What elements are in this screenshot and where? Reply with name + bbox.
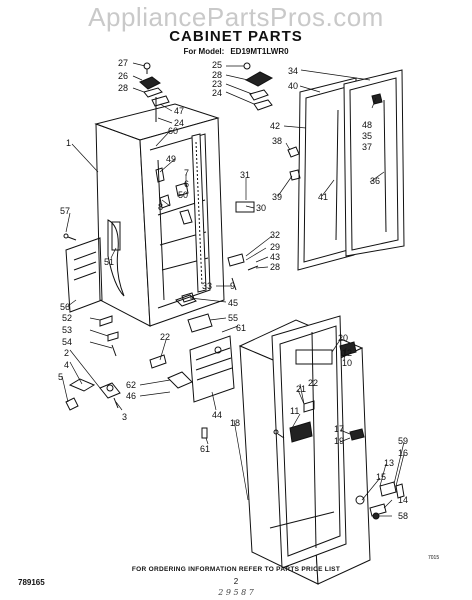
callout-31: 31 [240,170,250,180]
model-line: For Model: ED19MT1LWR0 [0,47,472,56]
callout-61: 61 [200,444,210,454]
lower-door-assembly [238,315,405,585]
callout-45: 45 [228,298,238,308]
callout-48: 48 [362,120,372,130]
callout-41: 41 [318,192,328,202]
callout-57: 57 [60,206,70,216]
callout-56: 56 [60,302,70,312]
top-hinge-right [243,62,274,111]
callout-25: 25 [212,60,222,70]
callout-60: 60 [168,126,178,136]
center-lower-parts [149,294,235,439]
callout-24: 24 [174,118,184,128]
callout-28: 28 [118,83,128,93]
callout-15: 15 [376,472,386,482]
page-title: CABINET PARTS [169,28,303,45]
leader-lines [61,62,405,517]
callout-33: 33 [202,281,212,291]
callout-8: 8 [158,202,163,212]
page-number: 2 [233,577,239,586]
cabinet-small-parts [63,167,193,241]
callout-4: 4 [64,360,69,370]
callout-40: 40 [288,81,298,91]
callout-38: 38 [272,136,282,146]
callout-61: 61 [236,323,246,333]
callout-9: 9 [230,281,235,291]
callout-59: 59 [398,436,408,446]
callout-44: 44 [212,410,222,420]
callout-24: 24 [212,88,222,98]
callout-18: 18 [230,418,240,428]
callout-32: 32 [270,230,280,240]
callout-11: 11 [290,406,299,416]
watermark: AppliancePartsPros.com [88,2,384,32]
callout-5: 5 [58,372,63,382]
callout-2: 2 [64,348,69,358]
callout-39: 39 [272,192,282,202]
callout-16: 16 [398,448,408,458]
callout-55: 55 [228,313,238,323]
callout-labels: 27 26 28 47 24 60 1 49 7 6 50 8 57 51 56… [58,58,408,521]
callout-49: 49 [166,154,176,164]
cabinet-body [65,103,225,327]
callout-62: 62 [126,380,136,390]
door-panels-exploded [287,69,405,271]
callout-34: 34 [288,66,298,76]
callout-28: 28 [270,262,280,272]
callout-28: 28 [212,70,222,80]
drawing-code: 7015 [428,555,440,561]
callout-22: 22 [308,378,318,388]
callout-43: 43 [270,252,280,262]
callout-17: 17 [334,424,344,434]
model-label: For Model: [183,47,225,56]
callout-10: 10 [342,358,352,368]
model-number: ED19MT1LWR0 [230,47,289,56]
center-hinge-parts [181,201,259,303]
lower-left-parts [65,315,121,411]
part-sheet-code: 789165 [18,578,45,587]
callout-14: 14 [398,495,408,505]
callout-30: 30 [256,203,266,213]
callout-35: 35 [362,131,372,141]
callout-19: 19 [334,436,344,446]
callout-36: 36 [370,176,380,186]
ordering-note: FOR ORDERING INFORMATION REFER TO PARTS … [131,566,341,573]
callout-20: 20 [338,333,348,343]
callout-52: 52 [62,313,72,323]
callout-53: 53 [62,325,72,335]
top-hinge-left [139,62,170,122]
callout-46: 46 [126,391,136,401]
callout-51: 51 [104,257,114,267]
callout-54: 54 [62,337,72,347]
callout-26: 26 [118,71,128,81]
callout-58: 58 [398,511,408,521]
callout-12: 12 [342,348,352,358]
callout-7: 7 [184,168,189,178]
callout-42: 42 [270,121,280,131]
callout-1: 1 [66,138,71,148]
callout-3: 3 [122,412,127,422]
callout-27: 27 [118,58,128,68]
handwritten-note: 2 9 5 8 7 [218,588,254,597]
callout-6: 6 [184,179,189,189]
callout-37: 37 [362,142,372,152]
callout-13: 13 [384,458,394,468]
callout-50: 50 [178,190,188,200]
callout-21: 21 [296,384,306,394]
callout-29: 29 [270,242,280,252]
callout-23: 23 [212,79,222,89]
callout-22: 22 [160,332,170,342]
callout-47: 47 [174,106,184,116]
